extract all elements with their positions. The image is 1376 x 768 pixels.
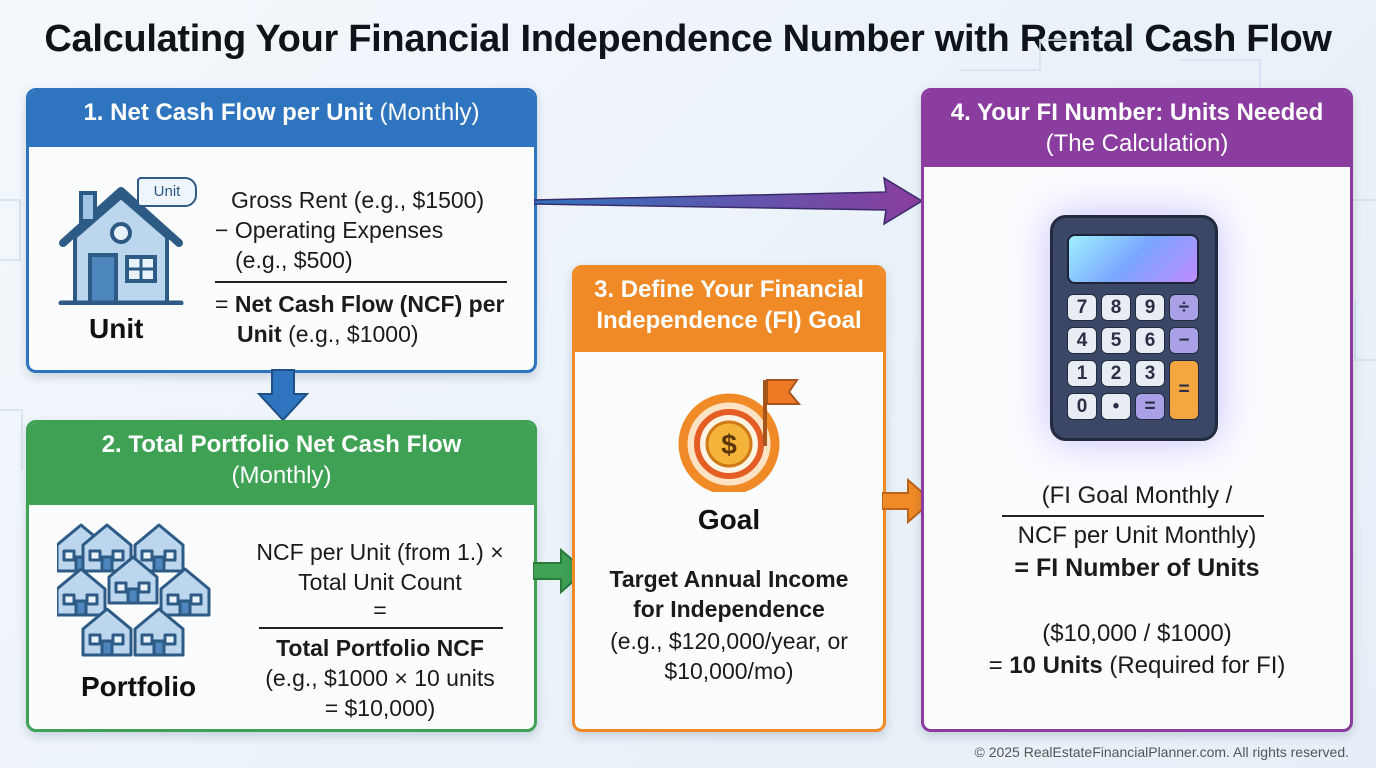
- portfolio-icon-label: Portfolio: [81, 671, 197, 702]
- portfolio-houses-icon: [57, 523, 211, 657]
- step2-divider: [259, 627, 503, 629]
- step3-target-income: Target Annual Income: [609, 566, 849, 592]
- step1-result-line2: Unit (e.g., $1000): [237, 319, 419, 349]
- step1-result-line1: = Net Cash Flow (NCF) per: [215, 289, 504, 319]
- target-goal-icon: $: [678, 379, 802, 492]
- calculator-key: 5: [1101, 327, 1131, 354]
- step4-formula-divider: [1002, 515, 1264, 517]
- step1-expenses-example: (e.g., $500): [235, 247, 353, 273]
- step4-result-tail: (Required for FI): [1102, 652, 1286, 679]
- step2-heading-period: (Monthly): [231, 462, 332, 489]
- calculator-key: 9: [1135, 294, 1165, 321]
- calculator-screen: [1067, 234, 1199, 284]
- step2-example: (e.g., $1000 × 10 units: [265, 665, 495, 691]
- unit-icon-label: Unit: [89, 313, 144, 344]
- calculator-key: −: [1169, 327, 1199, 354]
- step4-example-result: = 10 Units (Required for FI): [924, 651, 1350, 681]
- step1-result-bold: Net Cash Flow (NCF) per: [234, 291, 505, 317]
- step1-heading: 1. Net Cash Flow per Unit: [83, 99, 373, 126]
- step1-heading-period: (Monthly): [379, 99, 480, 126]
- step2-heading: 2. Total Portfolio Net Cash Flow: [101, 431, 462, 458]
- step3-for-independence: for Independence: [633, 596, 825, 622]
- calculator-key: =: [1169, 360, 1199, 420]
- step1-gross-rent: Gross Rent (e.g., $1500): [231, 187, 485, 213]
- unit-tag-label: Unit: [153, 183, 181, 200]
- copyright-footer: © 2025 RealEstateFinancialPlanner.com. A…: [974, 744, 1349, 760]
- step1-net-cash-flow-box: 1. Net Cash Flow per Unit (Monthly) Unit…: [26, 88, 537, 373]
- calculator-key: ÷: [1169, 294, 1199, 321]
- calculator-key: 3: [1135, 360, 1165, 387]
- calculator-key: 4: [1067, 327, 1097, 354]
- step4-heading-sub: (The Calculation): [1045, 130, 1229, 157]
- step2-example-total: = $10,000): [324, 695, 436, 721]
- step2-header: 2. Total Portfolio Net Cash Flow (Monthl…: [29, 423, 534, 505]
- step1-header: 1. Net Cash Flow per Unit (Monthly): [29, 91, 534, 147]
- calculator-key: 1: [1067, 360, 1097, 387]
- step1-result-unit: Unit: [237, 321, 282, 347]
- step4-header: 4. Your FI Number: Units Needed (The Cal…: [924, 91, 1350, 167]
- step3-heading-line2: Independence (FI) Goal: [596, 307, 862, 334]
- step4-example-calc: ($10,000 / $1000): [1042, 620, 1232, 647]
- calculator-key: 6: [1135, 327, 1165, 354]
- step3-heading-line1: 3. Define Your Financial: [594, 276, 864, 303]
- step1-divider: [215, 281, 507, 283]
- step4-result-prefix: =: [988, 652, 1010, 679]
- step1-operating-expenses: − Operating Expenses: [215, 217, 444, 243]
- step2-ncf-per-unit: NCF per Unit (from 1.) ×: [256, 539, 504, 565]
- step3-annual-example: (e.g., $120,000/year, or: [610, 628, 848, 654]
- step4-heading: 4. Your FI Number: Units Needed: [950, 99, 1324, 126]
- step3-monthly-example: $10,000/mo): [664, 658, 794, 684]
- long-arrow-icon: [534, 176, 924, 226]
- calculator-key: •: [1101, 393, 1131, 420]
- step2-equals: =: [373, 597, 387, 623]
- calculator-key: =: [1135, 393, 1165, 420]
- step4-formula-result: = FI Number of Units: [1014, 554, 1260, 582]
- step1-result-example: (e.g., $1000): [281, 321, 419, 347]
- unit-tag: Unit: [137, 177, 197, 207]
- calculator-key: 7: [1067, 294, 1097, 321]
- calculator-key: 8: [1101, 294, 1131, 321]
- step4-fi-number-box: 4. Your FI Number: Units Needed (The Cal…: [921, 88, 1353, 732]
- goal-icon-label: Goal: [697, 504, 761, 535]
- step2-result: Total Portfolio NCF: [276, 635, 484, 661]
- down-arrow-icon: [256, 369, 310, 422]
- step2-unit-count: Total Unit Count: [298, 569, 462, 595]
- calculator-key: 0: [1067, 393, 1097, 420]
- step4-formula-numerator: (FI Goal Monthly /: [1041, 482, 1233, 509]
- step4-result-units: 10 Units: [1009, 652, 1103, 679]
- right-arrow-orange-icon: [882, 477, 934, 525]
- step1-result-prefix: =: [215, 291, 235, 317]
- house-icon: [58, 187, 184, 305]
- svg-text:$: $: [721, 429, 737, 460]
- step3-fi-goal-box: 3. Define Your Financial Independence (F…: [572, 265, 886, 732]
- step4-formula-denominator: NCF per Unit Monthly): [1017, 522, 1257, 549]
- step3-header: 3. Define Your Financial Independence (F…: [575, 268, 883, 352]
- calculator-key: 2: [1101, 360, 1131, 387]
- step2-portfolio-cash-flow-box: 2. Total Portfolio Net Cash Flow (Monthl…: [26, 420, 537, 732]
